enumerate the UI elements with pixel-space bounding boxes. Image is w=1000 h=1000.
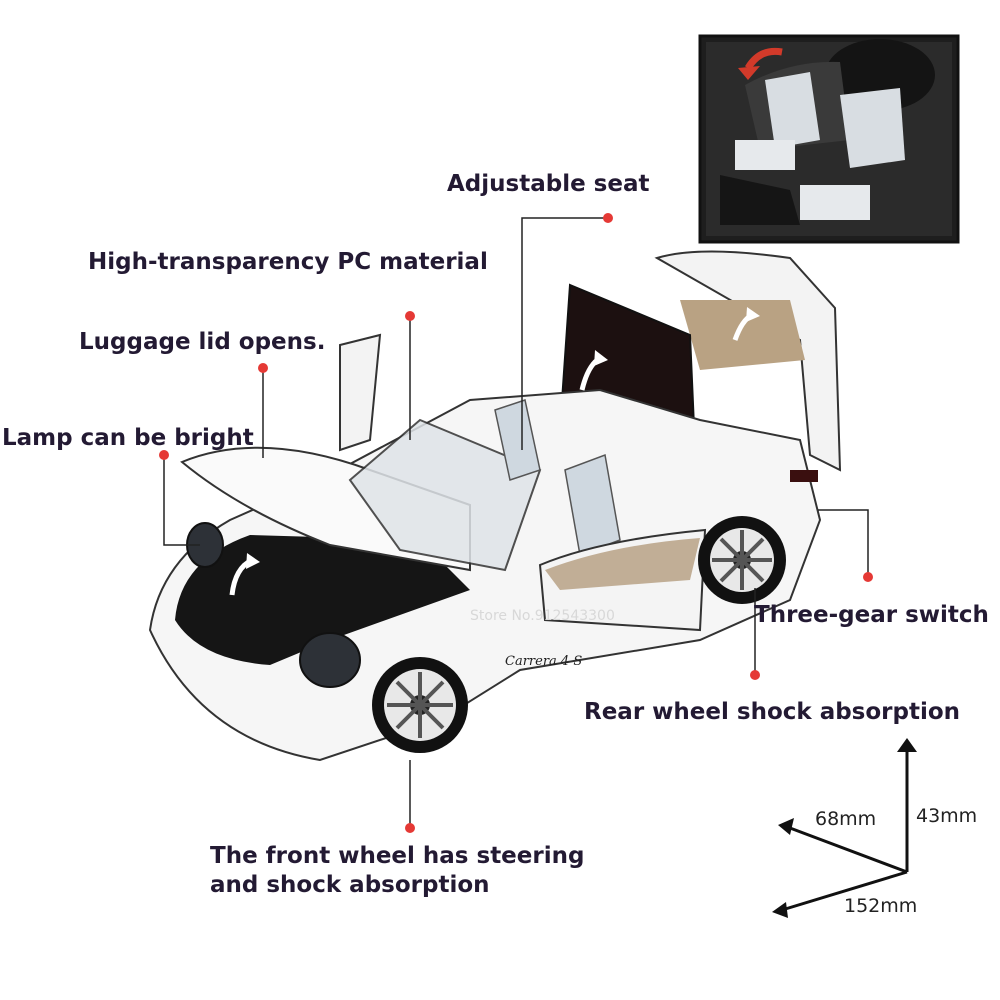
label-rear-shock: Rear wheel shock absorption xyxy=(584,699,961,725)
label-pc-material: High-transparency PC material xyxy=(88,249,488,275)
car-side-script: Carrera 4 S xyxy=(505,654,582,669)
dimension-width: 68mm xyxy=(815,808,877,830)
marker-dot-lamp xyxy=(159,450,169,460)
dimension-height: 43mm xyxy=(916,805,978,827)
label-front-wheel: The front wheel has steering and shock a… xyxy=(210,842,584,900)
watermark-text: Store No.912543300 xyxy=(470,608,615,624)
label-lamp: Lamp can be bright xyxy=(2,425,254,451)
leader-lines xyxy=(163,217,869,828)
label-front-wheel-line2: and shock absorption xyxy=(210,871,490,898)
leader-three-gear xyxy=(818,509,869,577)
marker-dot-three-gear xyxy=(863,572,873,582)
leader-adjustable-seat xyxy=(521,217,608,450)
label-three-gear: Three-gear switch xyxy=(754,602,989,628)
marker-dot-adjustable-seat xyxy=(603,213,613,223)
label-front-wheel-line1: The front wheel has steering xyxy=(210,843,585,869)
seat-inset-photo xyxy=(698,34,960,244)
car-model xyxy=(148,250,842,762)
label-luggage-lid: Luggage lid opens. xyxy=(79,329,326,355)
dimension-length: 152mm xyxy=(844,895,918,917)
marker-dot-luggage-lid xyxy=(258,363,268,373)
marker-dot-front-wheel xyxy=(405,823,415,833)
marker-dots xyxy=(159,213,873,833)
label-adjustable-seat: Adjustable seat xyxy=(447,171,650,197)
marker-dot-pc-material xyxy=(405,311,415,321)
dimension-axes xyxy=(772,738,917,918)
marker-dot-rear-shock xyxy=(750,670,760,680)
leader-lamp xyxy=(163,455,200,546)
